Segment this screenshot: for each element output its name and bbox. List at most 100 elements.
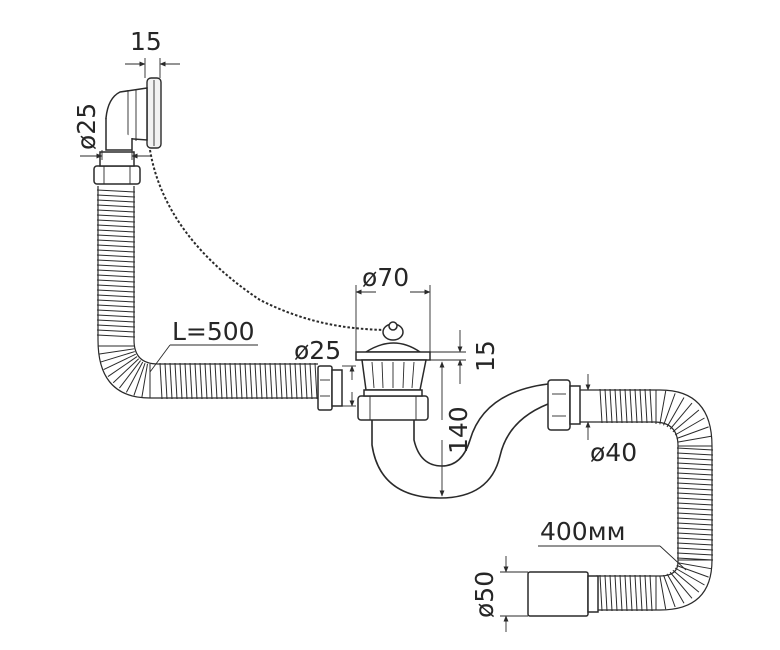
hose-ring xyxy=(96,219,136,223)
hose-corner-rings xyxy=(98,345,151,398)
hose-ring xyxy=(672,569,700,593)
hose-ring xyxy=(169,362,173,400)
hose-ring xyxy=(224,362,228,400)
overflow-nut xyxy=(93,165,141,185)
hose-ring xyxy=(184,362,188,400)
dim-outlet-diameter: ø40 xyxy=(580,374,637,467)
hose-ring xyxy=(644,388,648,424)
hose-ring xyxy=(96,229,136,233)
hose-ring xyxy=(677,435,712,443)
hose-ring xyxy=(249,362,253,400)
overflow-unit xyxy=(93,77,162,185)
hose-ring xyxy=(304,362,308,400)
drain-nut xyxy=(357,395,429,421)
hose-ring xyxy=(107,356,138,377)
hose-ring xyxy=(609,574,613,612)
hose-ring xyxy=(676,467,714,471)
s-trap xyxy=(371,383,549,499)
label-inlet-diameter: ø25 xyxy=(294,336,341,365)
hose-ring xyxy=(96,224,136,228)
hose-ring xyxy=(629,574,633,612)
label-hose-length: L=500 xyxy=(172,317,255,346)
hose-ring xyxy=(669,571,693,599)
hose-ring xyxy=(676,487,714,491)
hose-ring xyxy=(674,417,705,436)
hose-ring xyxy=(666,573,685,604)
hose-ring xyxy=(194,362,198,400)
hose-ring xyxy=(676,502,714,506)
hose-ring xyxy=(289,362,293,400)
hose-ring xyxy=(284,362,288,400)
hose-ring xyxy=(663,393,676,426)
hose-ring xyxy=(96,334,136,338)
hose-ring xyxy=(672,409,700,433)
hose-ring xyxy=(634,574,638,612)
hose-ring xyxy=(96,329,136,333)
hose-ring xyxy=(174,362,178,400)
hose-ring xyxy=(666,397,685,428)
hose-ring xyxy=(96,259,136,263)
hose-ring xyxy=(179,362,183,400)
hose-ring xyxy=(599,574,603,612)
dim-drain-diameter: ø70 xyxy=(355,263,431,352)
hose-ring xyxy=(604,388,608,424)
hose-ring xyxy=(676,482,714,486)
hose-ring xyxy=(639,574,643,612)
hose-ring xyxy=(96,254,136,258)
hose-ring xyxy=(599,388,603,424)
hose-ring xyxy=(254,362,258,400)
overflow-fitting xyxy=(99,151,135,167)
hose-ring xyxy=(204,362,208,400)
hose-ring xyxy=(229,362,233,400)
hose-ring xyxy=(609,388,613,424)
label-outlet-hose-length: 400мм xyxy=(540,517,625,546)
left-corrugated-hose xyxy=(96,186,318,400)
hose-ring xyxy=(676,522,714,526)
drain-flange xyxy=(355,351,431,361)
hose-ring xyxy=(639,388,643,424)
hose-ring xyxy=(159,362,163,400)
hose-ring xyxy=(264,362,268,400)
hose-ring xyxy=(96,299,136,303)
label-overflow-diameter: ø25 xyxy=(72,103,101,150)
hose-ring xyxy=(96,314,136,318)
hose-ring xyxy=(96,289,136,293)
drain-assembly xyxy=(355,321,431,421)
hose-ring xyxy=(96,294,136,298)
hose-ring xyxy=(96,204,136,208)
hose-ring xyxy=(669,402,693,430)
dim-drain-depth: 15 xyxy=(420,330,500,384)
hose-ring xyxy=(634,388,638,424)
label-trap-height: 140 xyxy=(444,406,473,454)
drain-plug xyxy=(363,342,423,353)
dim-hose-length: L=500 xyxy=(149,317,258,373)
dim-trap-height: 140 xyxy=(430,359,473,499)
hose-ring xyxy=(659,390,667,425)
hose-ring xyxy=(676,517,714,521)
hose-ring xyxy=(96,324,136,328)
hose-ring xyxy=(279,362,283,400)
hose-ring xyxy=(624,574,628,612)
hose-ring xyxy=(676,492,714,496)
hose-ring xyxy=(309,362,313,400)
hose-ring xyxy=(676,457,714,461)
hose-ring xyxy=(676,447,714,451)
hose-ring xyxy=(676,542,714,546)
hose-ring xyxy=(239,362,243,400)
hose-ring xyxy=(676,547,714,551)
hose-ring xyxy=(103,353,136,371)
hose-ring xyxy=(98,348,135,355)
hose-ring xyxy=(96,244,136,248)
hose-ring xyxy=(604,574,608,612)
hose-ring xyxy=(96,309,136,313)
hose-horizontal-rings xyxy=(159,362,318,400)
hose-ring xyxy=(96,249,136,253)
hose-ring xyxy=(133,362,146,396)
hose-ring xyxy=(209,362,213,400)
hose-ring xyxy=(614,388,618,424)
hose-ring xyxy=(125,361,144,393)
hose-ring xyxy=(619,388,623,424)
hose-ring xyxy=(96,189,136,193)
hose-ring xyxy=(677,562,712,570)
hose-ring xyxy=(96,234,136,238)
